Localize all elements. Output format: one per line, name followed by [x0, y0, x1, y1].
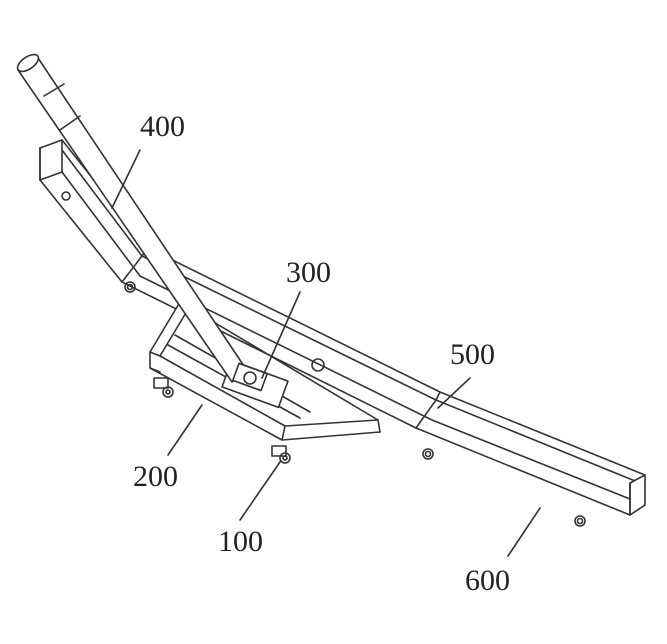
- label-200: 200: [133, 460, 178, 493]
- label-100: 100: [218, 525, 263, 558]
- leader-lines: [111, 149, 541, 557]
- label-400: 400: [140, 110, 185, 143]
- wheels: [153, 377, 291, 464]
- handle: [16, 53, 268, 392]
- label-300: 300: [286, 256, 331, 289]
- label-600: 600: [465, 564, 510, 597]
- label-500: 500: [450, 338, 495, 371]
